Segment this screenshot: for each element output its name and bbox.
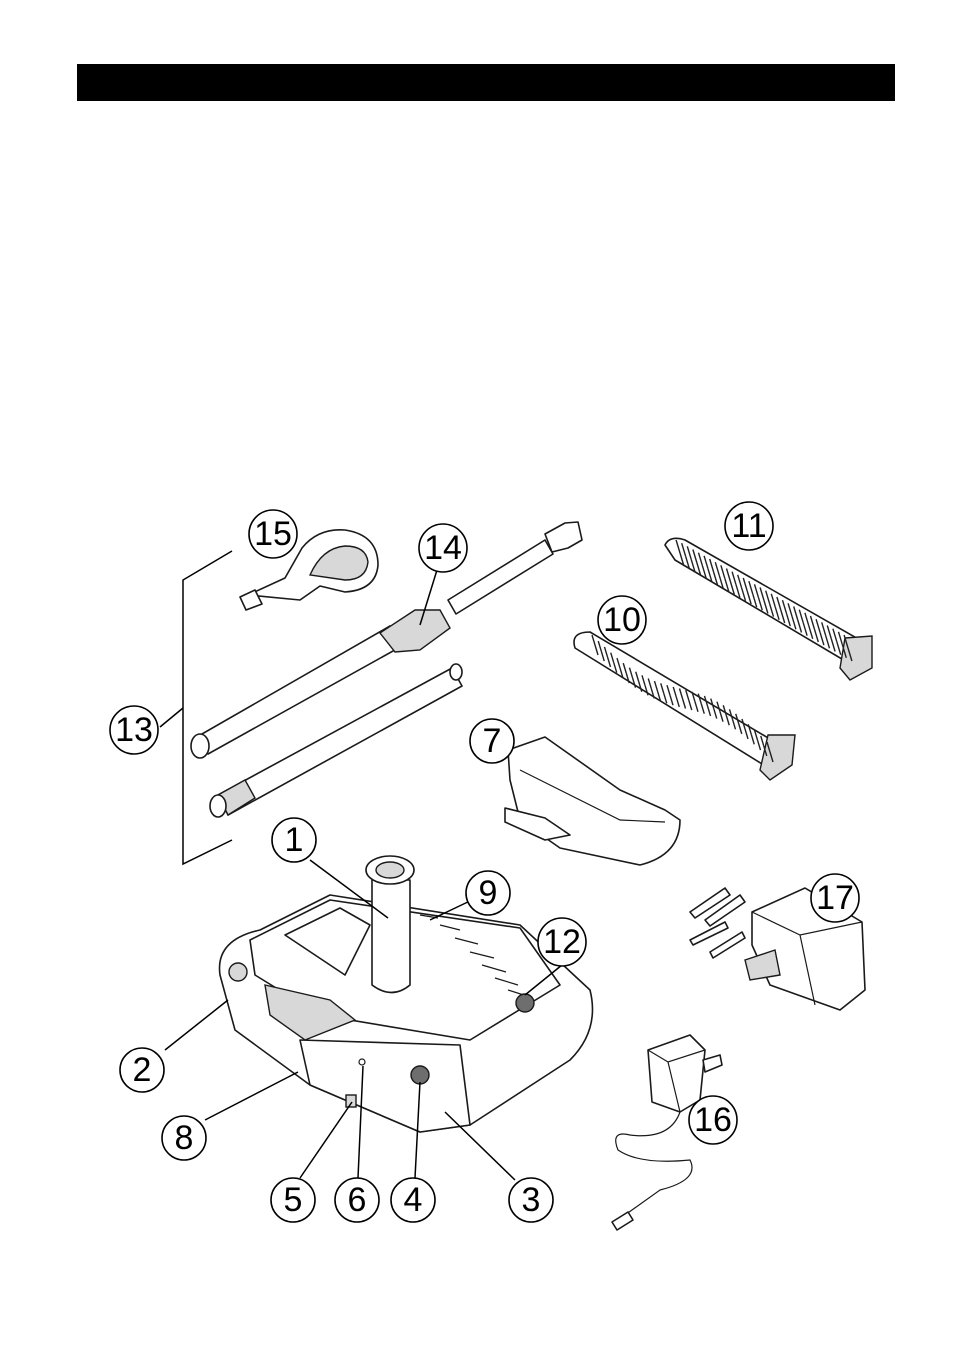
svg-text:16: 16 <box>694 1101 732 1139</box>
callout-9: 9 <box>466 871 510 915</box>
extension-tube <box>210 664 462 817</box>
callout-12: 12 <box>538 918 586 966</box>
callout-3: 3 <box>509 1178 553 1222</box>
svg-text:5: 5 <box>284 1181 303 1219</box>
callout-16: 16 <box>689 1096 737 1144</box>
callout-14: 14 <box>419 524 467 572</box>
svg-text:14: 14 <box>424 529 462 567</box>
svg-text:1: 1 <box>285 821 304 859</box>
callout-13: 13 <box>110 706 158 754</box>
screws-and-dowels <box>690 888 745 958</box>
brush-roller-10 <box>574 632 795 780</box>
dirt-container <box>505 737 680 865</box>
callout-15: 15 <box>249 510 297 558</box>
svg-text:8: 8 <box>175 1119 194 1157</box>
svg-text:7: 7 <box>483 722 502 760</box>
svg-text:9: 9 <box>479 874 498 912</box>
callout-8: 8 <box>162 1116 206 1160</box>
svg-text:13: 13 <box>115 711 153 749</box>
callout-1: 1 <box>272 818 316 862</box>
svg-text:3: 3 <box>522 1181 541 1219</box>
callout-17: 17 <box>811 874 859 922</box>
callout-6: 6 <box>335 1178 379 1222</box>
svg-text:17: 17 <box>816 879 854 917</box>
callout-4: 4 <box>391 1178 435 1222</box>
svg-text:12: 12 <box>543 923 581 961</box>
callout-7: 7 <box>470 719 514 763</box>
svg-text:6: 6 <box>348 1181 367 1219</box>
brush-roller-11 <box>665 538 872 680</box>
bracket-13 <box>160 551 232 864</box>
main-unit <box>220 856 593 1132</box>
svg-text:10: 10 <box>603 601 641 639</box>
svg-text:2: 2 <box>133 1051 152 1089</box>
svg-text:4: 4 <box>404 1181 423 1219</box>
callout-2: 2 <box>120 1048 164 1092</box>
callout-10: 10 <box>598 596 646 644</box>
callout-5: 5 <box>271 1178 315 1222</box>
svg-text:11: 11 <box>731 507 766 545</box>
callout-11: 11 <box>725 502 773 550</box>
svg-text:15: 15 <box>254 515 292 553</box>
